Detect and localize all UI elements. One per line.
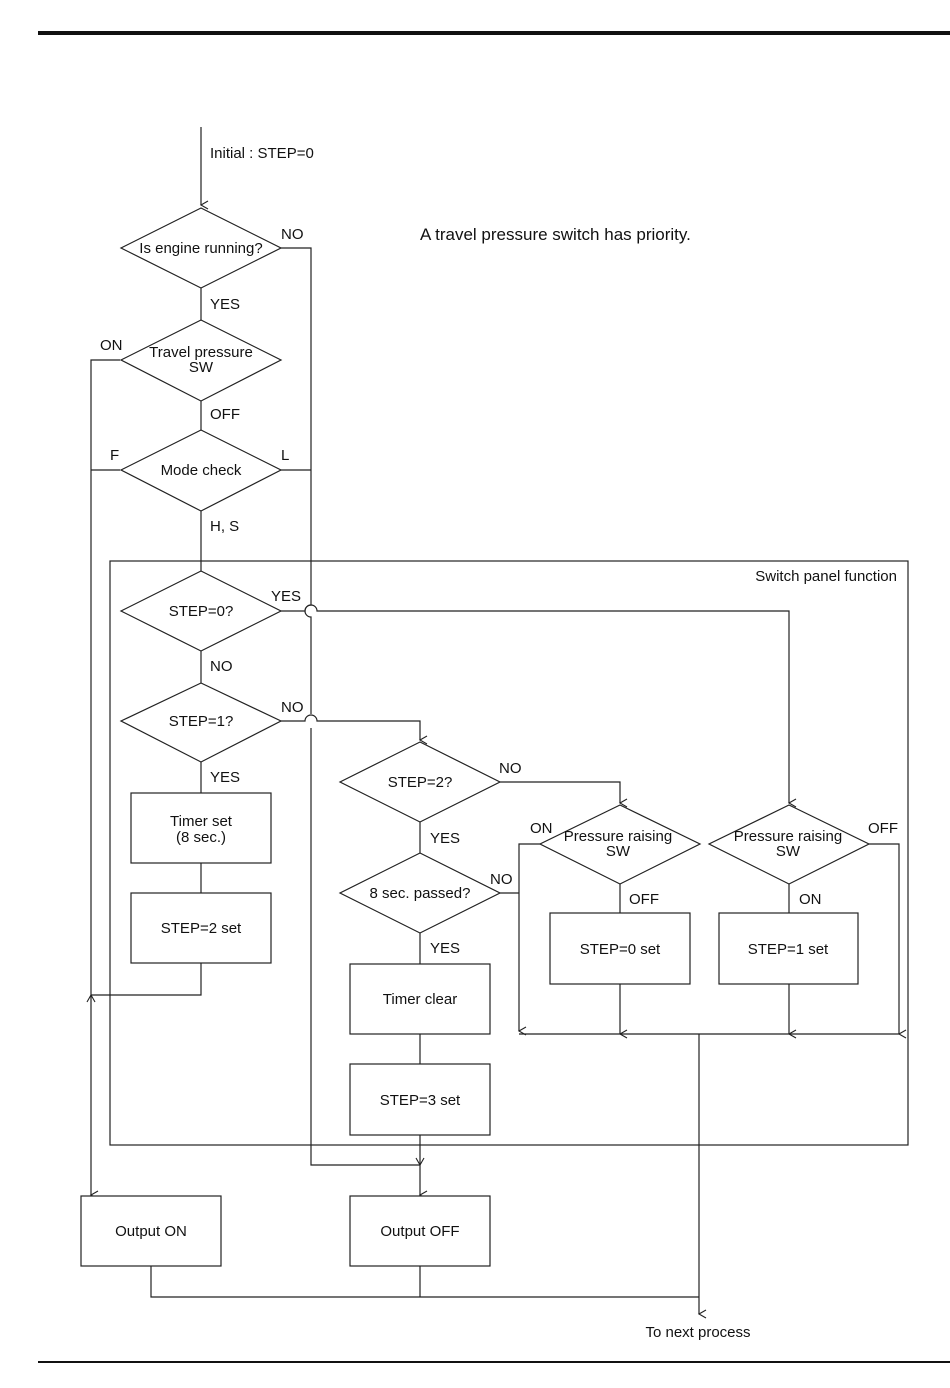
decision-mode-check-text: Mode check [161,462,242,479]
process-timer-clear-text: Timer clear [383,991,457,1008]
switch-panel-region [109,560,909,1146]
priority-note: A travel pressure switch has priority. [420,225,691,244]
decision-engine-running: Is engine running? [119,207,283,289]
process-output-on: Output ON [80,1195,222,1267]
switch-panel-label: Switch panel function [755,568,897,585]
process-step0-set-text: STEP=0 set [580,941,661,958]
label-step0-yes: YES [271,588,301,605]
label-step2-no: NO [499,760,522,777]
process-step0-set: STEP=0 set [549,912,691,985]
end-label: To next process [645,1324,750,1341]
connectors [86,127,907,1319]
process-timer-set: Timer set (8 sec.) [130,792,272,864]
decision-travel-pressure: Travel pressure SW [119,319,283,402]
decision-mode-check: Mode check [119,429,283,512]
decision-step0: STEP=0? [119,570,283,652]
label-engine-no: NO [281,226,304,243]
process-output-off: Output OFF [349,1195,491,1267]
label-engine-yes: YES [210,296,240,313]
decision-step1-text: STEP=1? [169,713,234,730]
decision-pressure-raising-left-text-1: Pressure raising [564,828,672,845]
label-prr-on: ON [799,891,822,908]
label-travel-off: OFF [210,406,240,423]
process-step3-set: STEP=3 set [349,1063,491,1136]
decision-step1: STEP=1? [119,682,283,763]
label-mode-l: L [281,447,289,464]
process-step2-set: STEP=2 set [130,892,272,964]
label-mode-hs: H, S [210,518,239,535]
decision-pressure-raising-right: Pressure raising SW [707,804,871,885]
decision-step2: STEP=2? [338,741,502,823]
process-step2-set-text: STEP=2 set [161,920,242,937]
decision-pressure-raising-left: Pressure raising SW [538,804,702,885]
process-timer-clear: Timer clear [349,963,491,1035]
process-step1-set-text: STEP=1 set [748,941,829,958]
decision-pressure-raising-left-text-2: SW [606,843,631,860]
decision-travel-pressure-text-1: Travel pressure [149,344,253,361]
label-step1-no: NO [281,699,304,716]
decision-travel-pressure-text-2: SW [189,359,214,376]
start-label: Initial : STEP=0 [210,145,314,162]
label-travel-on: ON [100,337,123,354]
top-rule [38,31,950,35]
decision-step0-text: STEP=0? [169,603,234,620]
label-step0-no: NO [210,658,233,675]
label-step1-yes: YES [210,769,240,786]
label-prl-off: OFF [629,891,659,908]
process-output-on-text: Output ON [115,1223,187,1240]
label-passed-no: NO [490,871,513,888]
process-timer-set-text-2: (8 sec.) [176,829,226,846]
process-step3-set-text: STEP=3 set [380,1092,461,1109]
branch-labels: NO YES ON OFF F L H, S YES NO NO YES NO … [100,226,898,957]
process-output-off-text: Output OFF [380,1223,459,1240]
decision-step2-text: STEP=2? [388,774,453,791]
label-step2-yes: YES [430,830,460,847]
decision-engine-running-text: Is engine running? [139,240,262,257]
label-passed-yes: YES [430,940,460,957]
decision-pressure-raising-right-text-1: Pressure raising [734,828,842,845]
label-prr-off: OFF [868,820,898,837]
decision-pressure-raising-right-text-2: SW [776,843,801,860]
process-step1-set: STEP=1 set [718,912,859,985]
decision-8sec-passed: 8 sec. passed? [338,852,502,934]
decision-8sec-passed-text: 8 sec. passed? [370,885,471,902]
label-prl-on: ON [530,820,553,837]
process-timer-set-text-1: Timer set [170,813,233,830]
label-mode-f: F [110,447,119,464]
